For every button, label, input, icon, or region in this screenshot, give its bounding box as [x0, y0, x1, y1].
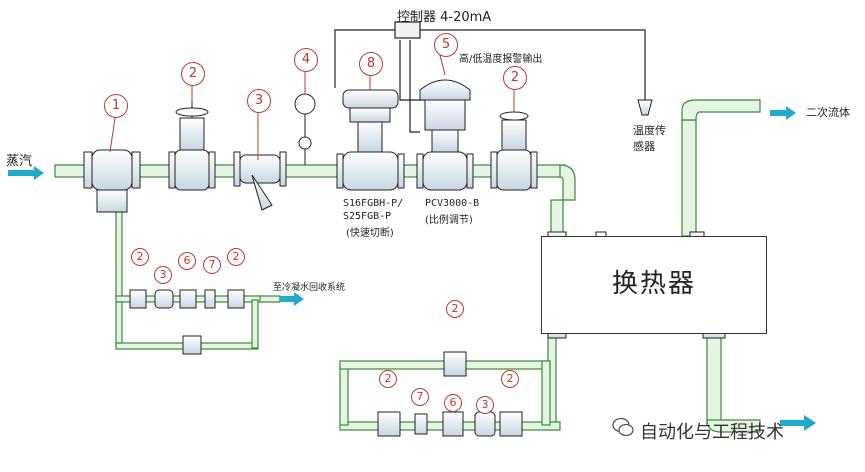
marker-2c: 2 — [131, 248, 149, 266]
secondary-out-arrow — [770, 106, 796, 120]
watermark-text: 自动化与工程技术 — [640, 422, 784, 443]
marker-2f: 2 — [379, 370, 397, 388]
temp-sensor — [637, 99, 653, 116]
lower-top-right — [541, 360, 551, 426]
marker-3b: 3 — [154, 266, 172, 284]
bypass-right-vertical — [251, 299, 259, 349]
marker-2e: 2 — [446, 300, 464, 318]
marker-2d: 2 — [227, 248, 245, 266]
flow-arrows — [8, 106, 816, 431]
hx-outlet-elbow — [706, 419, 761, 433]
valve-s16-label-2: S25FGB-P — [343, 211, 392, 222]
marker-8: 8 — [359, 52, 383, 76]
valve-s16-label-3: (快速切断) — [346, 228, 394, 239]
temp-sensor-label-1: 温度传 — [633, 124, 666, 137]
leader-lines — [109, 54, 515, 160]
condensate-label: 至冷凝水回收系统 — [273, 283, 346, 293]
marker-5: 5 — [434, 33, 458, 57]
heat-exchanger: 换热器 — [541, 236, 767, 334]
heat-exchanger-label: 换热器 — [612, 269, 697, 299]
valve-pcv-label-2: (比例调节) — [425, 215, 473, 226]
gate-valve-2a-body — [174, 149, 210, 191]
condensate-arrow — [280, 292, 304, 306]
marker-4: 4 — [294, 48, 318, 72]
separator-body — [91, 149, 133, 191]
valve-8-body — [342, 151, 399, 191]
outlet-arrow — [780, 415, 816, 431]
bypass-left-vertical — [115, 301, 123, 348]
marker-2a: 2 — [181, 62, 205, 86]
marker-6b: 6 — [444, 394, 462, 412]
marker-3a: 3 — [247, 89, 271, 113]
wechat-icon — [612, 417, 634, 437]
marker-7a: 7 — [203, 256, 221, 274]
controller-box — [394, 21, 421, 39]
drain-pipe — [115, 209, 123, 301]
secondary-elbow — [681, 99, 761, 121]
actuator-5 — [419, 79, 471, 101]
steam-in-arrow — [8, 166, 44, 180]
hx-outlet-vertical — [706, 333, 722, 425]
marker-2g: 2 — [501, 370, 519, 388]
trap-line-out — [259, 295, 281, 303]
y-strainer-body — [239, 154, 281, 184]
marker-7b: 7 — [411, 388, 429, 406]
gate-valve-2b-body — [496, 149, 532, 191]
marker-3c: 3 — [476, 396, 494, 414]
valve-s16-label-1: S16FGBH-P/ — [343, 198, 404, 209]
marker-1: 1 — [104, 94, 128, 118]
valve-pcv-label-1: PCV3000-B — [425, 198, 480, 209]
controller-label: 控制器 4-20mA — [397, 10, 492, 25]
marker-6a: 6 — [178, 252, 196, 270]
control-wiring — [334, 29, 646, 133]
secondary-riser — [681, 119, 697, 237]
temp-sensor-label-2: 感器 — [633, 140, 655, 153]
valve-5-body — [422, 151, 468, 191]
steam-label: 蒸汽 — [6, 154, 33, 169]
marker-2b: 2 — [503, 66, 527, 90]
alarm-label: 高/低温度报警输出 — [459, 54, 543, 65]
lower-left-vertical — [339, 364, 349, 426]
secondary-fluid-label: 二次流体 — [806, 106, 850, 119]
actuator-8 — [342, 89, 399, 109]
main-pipe-elbow — [559, 164, 576, 201]
separator-trap — [96, 189, 128, 213]
